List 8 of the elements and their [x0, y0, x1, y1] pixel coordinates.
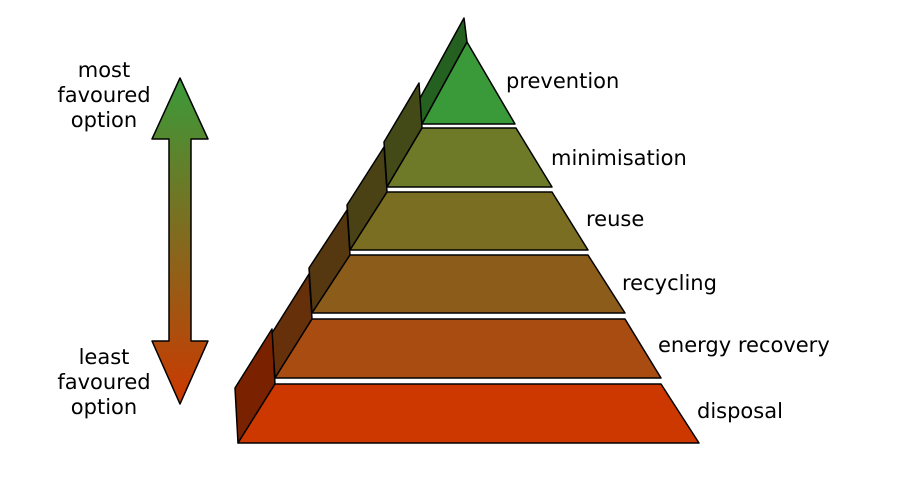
layer-label: energy recovery: [658, 333, 830, 357]
layer-label: recycling: [622, 271, 717, 295]
axis-note: most favoured option: [56, 58, 152, 133]
layer-label: prevention: [506, 69, 620, 93]
layer-label: minimisation: [551, 146, 687, 170]
axis-note: least favoured option: [56, 345, 152, 420]
layer-label: disposal: [697, 399, 783, 423]
layer-label: reuse: [586, 207, 644, 231]
